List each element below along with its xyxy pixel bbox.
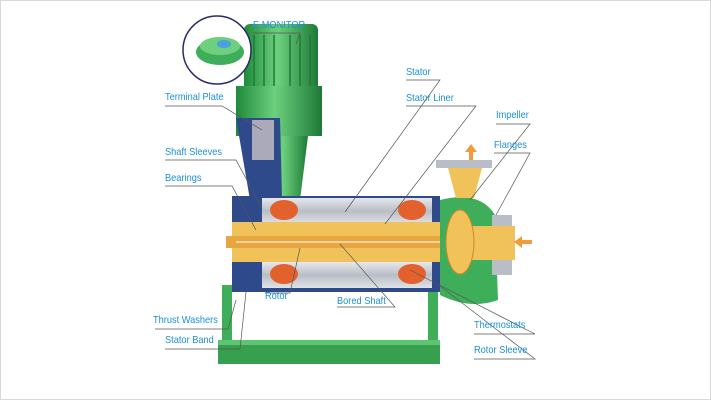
- label-stator: Stator: [406, 66, 431, 78]
- label-terminal-plate: Terminal Plate: [165, 91, 224, 103]
- label-rotor-sleeve: Rotor Sleeve: [474, 344, 528, 356]
- pump-housing: [436, 160, 515, 304]
- label-shaft-sleeves: Shaft Sleeves: [165, 146, 223, 158]
- label-bearings: Bearings: [165, 172, 202, 184]
- label-thrust-washers: Thrust Washers: [153, 314, 218, 326]
- stator-windings: [270, 200, 426, 284]
- label-e-monitor: E MONITOR: [253, 19, 306, 31]
- label-flanges: Flanges: [494, 139, 527, 151]
- flow-arrows: [465, 144, 532, 248]
- label-impeller: Impeller: [496, 109, 529, 121]
- label-rotor: Rotor: [265, 290, 288, 302]
- label-thermostats: Thermostats: [474, 319, 526, 331]
- leader-lines: [155, 32, 537, 360]
- label-bored-shaft: Bored Shaft: [337, 295, 386, 307]
- terminal-box: [236, 118, 282, 200]
- label-stator-liner: Stator Liner: [406, 92, 454, 104]
- base-frame: [218, 285, 440, 364]
- e-monitor-inset: [182, 15, 252, 85]
- label-stator-band: Stator Band: [165, 334, 214, 346]
